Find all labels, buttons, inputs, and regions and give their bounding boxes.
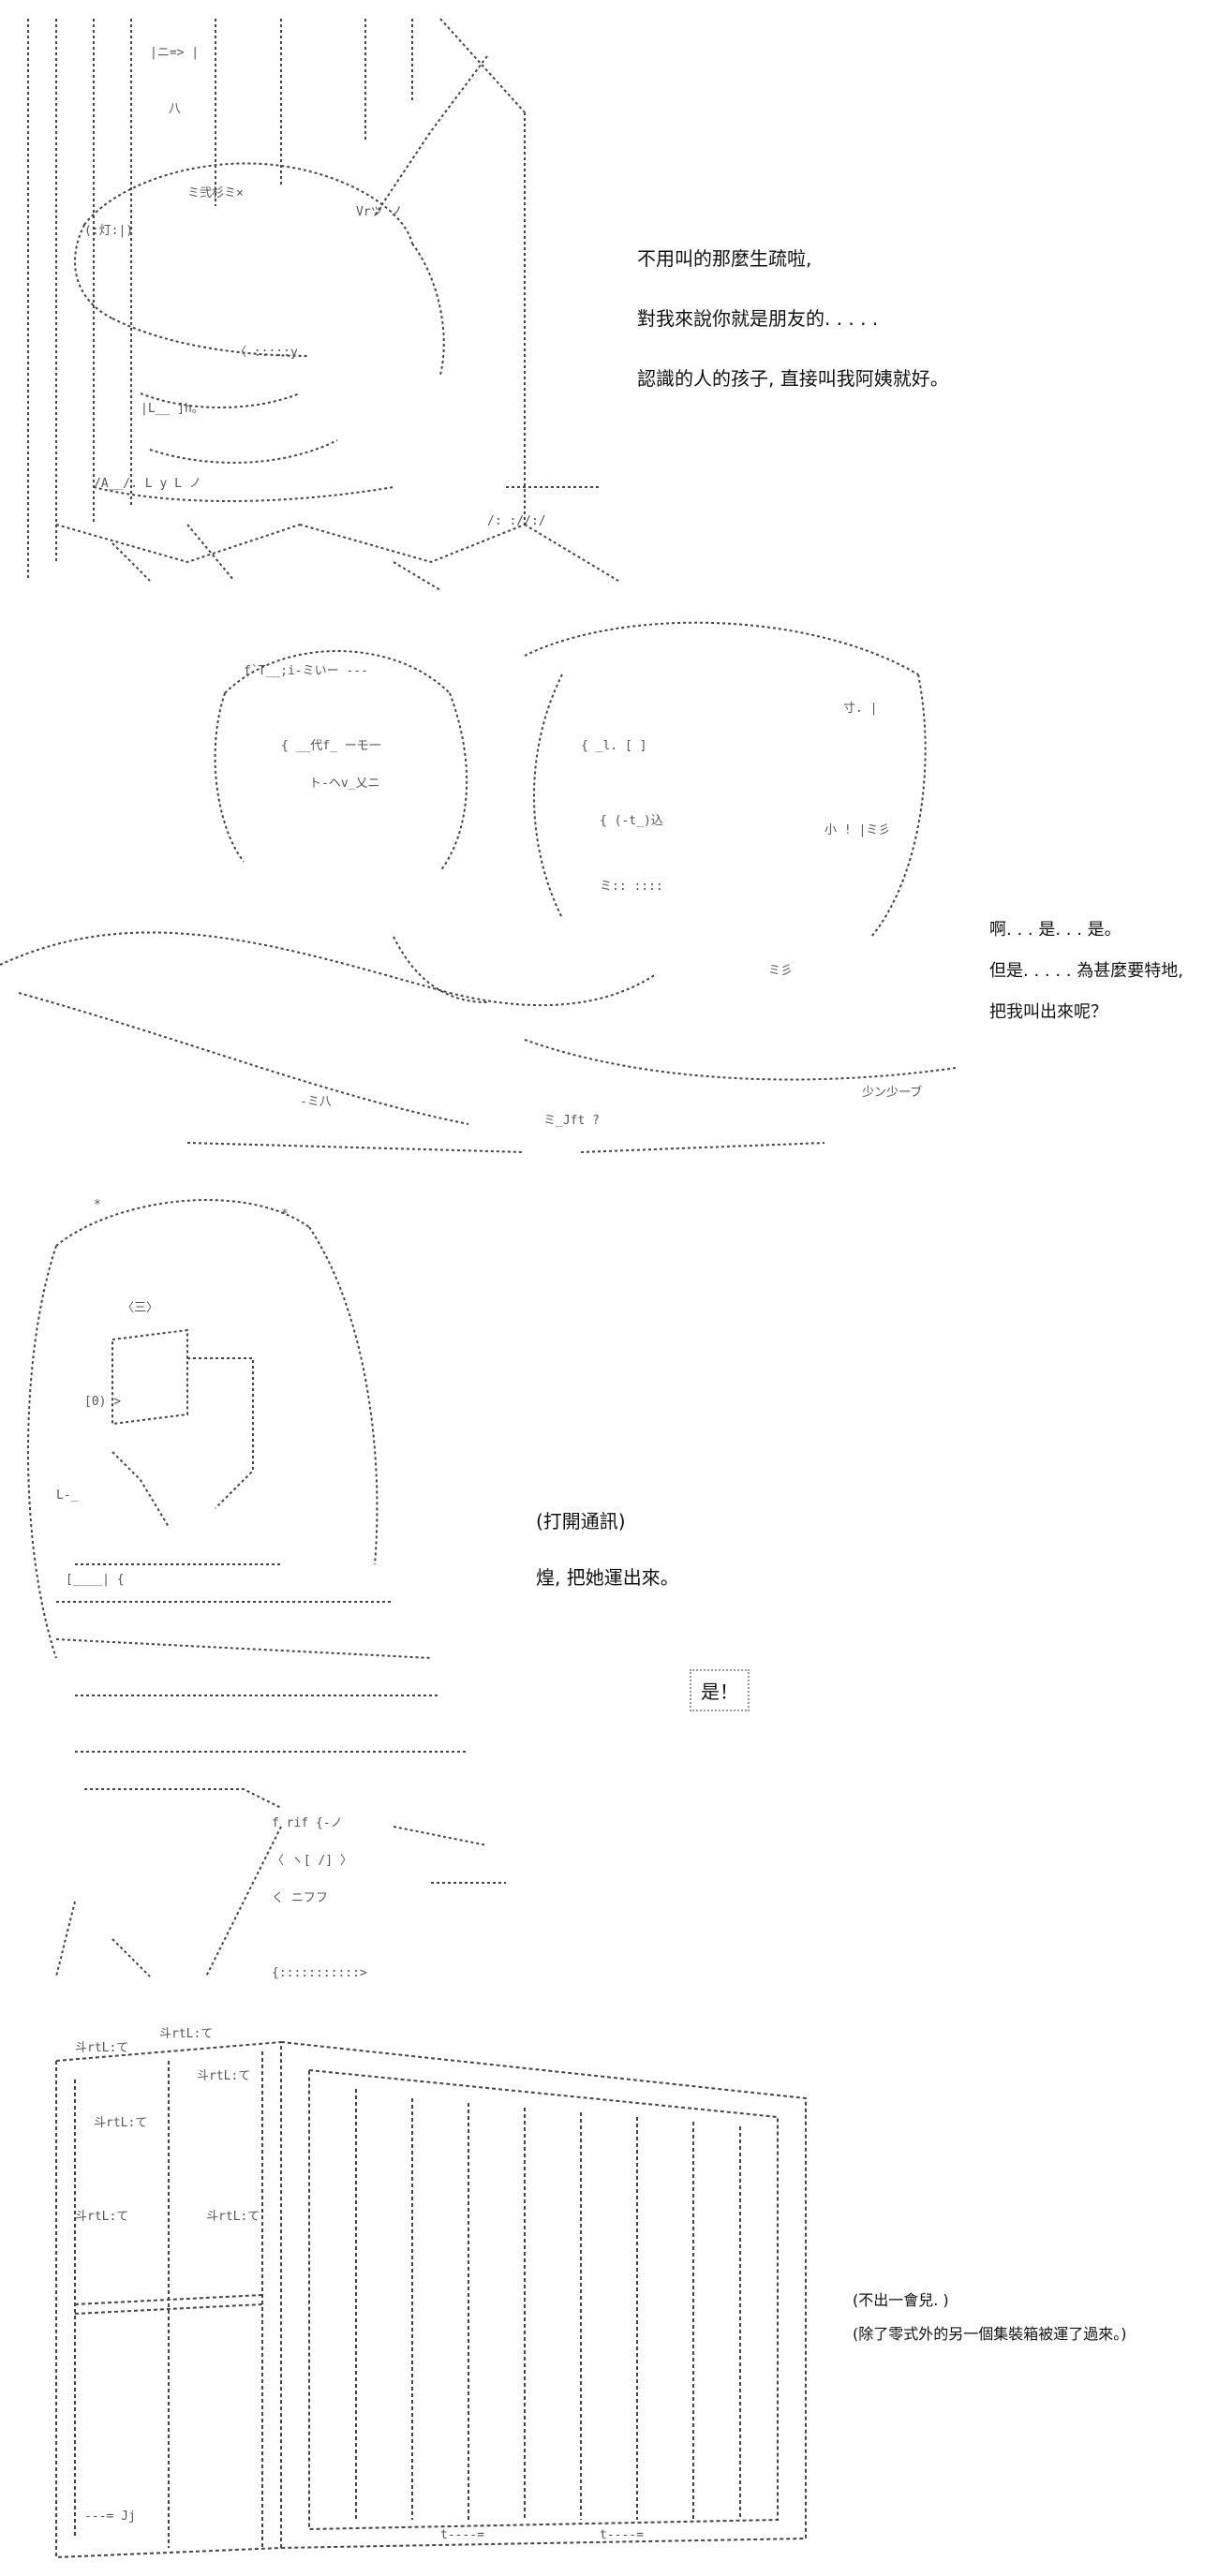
panel-4-dialog: (不出一會兒. ) (除了零式外的另一個集裝箱被運了過來。): [853, 2293, 1127, 2342]
svg-text:〈三〉: 〈三〉: [122, 1301, 158, 1315]
dialog-line: (打開通訊): [536, 1510, 626, 1532]
svg-text:ミ彡: ミ彡: [768, 964, 793, 978]
svg-text:f rif {-ノ: f rif {-ノ: [272, 1816, 343, 1830]
svg-text:{:::::::::::>: {:::::::::::>: [272, 1966, 367, 1980]
svg-text:*: *: [281, 1207, 289, 1221]
panel-4: 斗rtL:て 斗rtL:て 斗rtL:て 斗rtL:て 斗rtL:て 斗rtL:…: [0, 1995, 1218, 2576]
svg-text:ミ_Jft ?: ミ_Jft ?: [543, 1114, 600, 1128]
svg-text:{ (-t_)込: { (-t_)込: [600, 814, 663, 828]
panel-3-dialog: (打開通訊) 煌, 把她運出來。: [536, 1512, 679, 1587]
dialog-line: (不出一會兒. ): [853, 2291, 949, 2309]
ascii-art-woman-figure: |ニ=> | 八 ミ弐杉ミ× (:灯:|) Vrツ ノ 〈 :::::y |L_…: [0, 0, 637, 600]
svg-text:ト-ヘv_乂ニ: ト-ヘv_乂ニ: [309, 777, 379, 791]
dialog-line: 認識的人的孩子, 直接叫我阿姨就好。: [637, 367, 949, 390]
panel-1: |ニ=> | 八 ミ弐杉ミ× (:灯:|) Vrツ ノ 〈 :::::y |L_…: [0, 0, 1218, 600]
panel-1-dialog: 不用叫的那麼生疏啦, 對我來說你就是朋友的. . . . . 認識的人的孩子, …: [637, 249, 949, 388]
svg-text:斗rtL:て: 斗rtL:て: [206, 2210, 260, 2224]
svg-text:斗rtL:て: 斗rtL:て: [75, 2041, 128, 2055]
svg-text:八: 八: [169, 102, 181, 116]
svg-text:---= Jj: ---= Jj: [84, 2509, 136, 2524]
svg-text:t----=: t----=: [440, 2528, 484, 2542]
communicator-reply-box: 是！: [690, 1669, 750, 1711]
svg-text:-ミ八: -ミ八: [300, 1095, 332, 1109]
dialog-line: 啊. . . 是. . . 是。: [989, 920, 1121, 940]
dialog-line: 煌, 把她運出來。: [536, 1566, 679, 1589]
svg-text:Vrツ ノ: Vrツ ノ: [356, 205, 402, 219]
ascii-art-two-characters: f`T__;i-ミいー --- { __代f_ ーモ一 ト-ヘv_乂ニ { _l…: [0, 600, 993, 1171]
svg-text:|L__ ]h。: |L__ ]h。: [141, 402, 204, 416]
dialog-line: (除了零式外的另一個集裝箱被運了過來。): [853, 2325, 1127, 2343]
svg-text:f`T__;i-ミいー ---: f`T__;i-ミいー ---: [244, 664, 368, 678]
svg-text:t----=: t----=: [600, 2528, 644, 2542]
svg-text:寸. |: 寸. |: [843, 702, 877, 716]
dialog-line: 但是. . . . . 為甚麼要特地,: [989, 961, 1183, 981]
svg-text:く ニフフ: く ニフフ: [272, 1891, 328, 1905]
svg-text:〈 ヽ[ /] 〉: 〈 ヽ[ /] 〉: [272, 1854, 352, 1868]
svg-text:(:灯:|): (:灯:|): [84, 224, 133, 238]
svg-text:|ニ=> |: |ニ=> |: [150, 46, 199, 60]
ascii-art-shipping-containers: 斗rtL:て 斗rtL:て 斗rtL:て 斗rtL:て 斗rtL:て 斗rtL:…: [0, 1995, 824, 2576]
dialog-line: 對我來說你就是朋友的. . . . .: [637, 307, 879, 330]
svg-text:{ _l. [ ]: { _l. [ ]: [581, 739, 646, 753]
panel-2-dialog: 啊. . . 是. . . 是。 但是. . . . . 為甚麼要特地, 把我叫…: [989, 922, 1183, 1021]
svg-text:ミ:: ::::: ミ:: ::::: [600, 880, 663, 894]
reply-text: 是！: [701, 1680, 738, 1703]
svg-text:[0) >: [0) >: [84, 1395, 121, 1409]
dialog-line: 不用叫的那麼生疏啦,: [637, 247, 812, 270]
svg-text:斗rtL:て: 斗rtL:て: [159, 2027, 213, 2041]
svg-text:〈 :::::y: 〈 :::::y: [234, 346, 298, 360]
svg-text:少ン少ーブ: 少ン少ーブ: [862, 1085, 922, 1100]
svg-text:L-_: L-_: [56, 1488, 79, 1503]
panel-3: * * 〈三〉 [0) > L-_ [____| { f rif {-ノ 〈 ヽ…: [0, 1171, 1218, 1995]
svg-text:[____| {: [____| {: [66, 1573, 125, 1587]
svg-text:斗rtL:て: 斗rtL:て: [197, 2069, 250, 2083]
panel-2: f`T__;i-ミいー --- { __代f_ ーモ一 ト-ヘv_乂ニ { _l…: [0, 600, 1218, 1171]
dialog-line: 把我叫出來呢？: [989, 1002, 1107, 1022]
svg-text:ミ弐杉ミ×: ミ弐杉ミ×: [187, 186, 244, 200]
svg-text:*: *: [94, 1198, 101, 1212]
svg-text:/A__/. L y L ノ: /A__/. L y L ノ: [94, 477, 201, 491]
svg-text:{ __代f_ ーモ一: { __代f_ ーモ一: [281, 739, 381, 753]
ascii-art-girl-with-communicator: * * 〈三〉 [0) > L-_ [____| { f rif {-ノ 〈 ヽ…: [0, 1171, 525, 1995]
svg-text:小 ! |ミ彡: 小 ! |ミ彡: [824, 823, 890, 837]
svg-text:斗rtL:て: 斗rtL:て: [94, 2116, 147, 2130]
svg-text:/: ://:/: /: ://:/: [487, 514, 546, 528]
svg-text:斗rtL:て: 斗rtL:て: [75, 2210, 128, 2224]
